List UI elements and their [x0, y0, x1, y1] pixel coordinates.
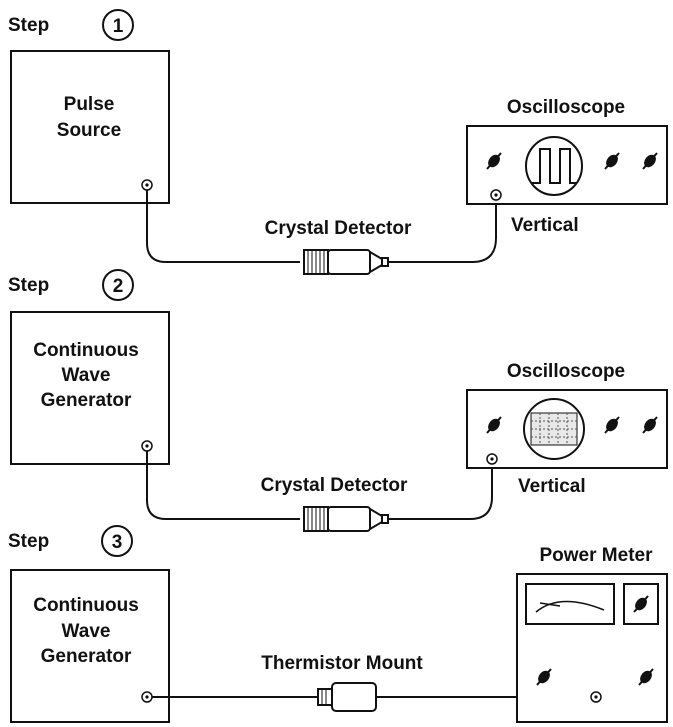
- component-label: Crystal Detector: [265, 218, 412, 239]
- cable: [146, 190, 300, 263]
- port-label: Vertical: [518, 476, 586, 497]
- step-3: Step 3 Continuous Wave Generator Thermis…: [8, 525, 668, 723]
- source-label-line-2: Source: [57, 120, 121, 141]
- step-label: Step: [8, 15, 49, 36]
- meter-scale: [535, 600, 605, 613]
- instrument-label: Oscilloscope: [507, 97, 625, 118]
- step-1: Step 1 Pulse Source Crystal Detector Osc…: [8, 9, 668, 275]
- screen-grid: [530, 412, 578, 446]
- source-label-line-3: Generator: [41, 646, 132, 667]
- port-label: Vertical: [511, 215, 579, 236]
- source-label-line-1: Continuous: [33, 340, 139, 361]
- source-label-line-2: Wave: [62, 365, 111, 386]
- source-label-line-1: Continuous: [33, 595, 139, 616]
- step-2: Step 2 Continuous Wave Generator Crystal…: [8, 269, 668, 532]
- source-label-line-1: Pulse: [64, 94, 115, 115]
- oscilloscope-screen: [525, 136, 583, 196]
- meter-control-panel: [623, 583, 659, 625]
- step-number-circle: [101, 525, 133, 557]
- screen-gridlines: [531, 413, 577, 445]
- step-label: Step: [8, 275, 49, 296]
- output-jack-icon: [141, 179, 153, 191]
- component-label: Crystal Detector: [261, 475, 408, 496]
- crystal-detector-icon: [303, 249, 389, 275]
- step-number-circle: [102, 9, 134, 41]
- step-number-circle: [102, 269, 134, 301]
- vertical-input-jack-icon: [490, 189, 502, 201]
- vertical-input-jack-icon: [486, 453, 498, 465]
- pulse-source-box: [10, 50, 170, 204]
- step-number: 1: [113, 16, 124, 37]
- thermistor-mount-icon: [317, 682, 377, 712]
- output-jack-icon: [141, 440, 153, 452]
- meter-needle: [539, 602, 561, 607]
- step-number: 2: [113, 276, 124, 297]
- cw-generator-box: [10, 311, 170, 465]
- meter-display: [525, 583, 615, 625]
- cable: [146, 451, 300, 520]
- step-label: Step: [8, 531, 49, 552]
- pulse-trace: [532, 148, 577, 184]
- source-label-line-3: Generator: [41, 390, 132, 411]
- crystal-detector-icon: [303, 506, 389, 532]
- cable: [388, 205, 497, 263]
- output-jack-icon: [141, 691, 153, 703]
- sensor-input-jack-icon: [590, 691, 602, 703]
- source-label-line-2: Wave: [62, 621, 111, 642]
- cable: [388, 466, 493, 520]
- component-label: Thermistor Mount: [261, 653, 423, 674]
- instrument-label: Oscilloscope: [507, 361, 625, 382]
- step-number: 3: [112, 532, 123, 553]
- instrument-label: Power Meter: [540, 545, 654, 566]
